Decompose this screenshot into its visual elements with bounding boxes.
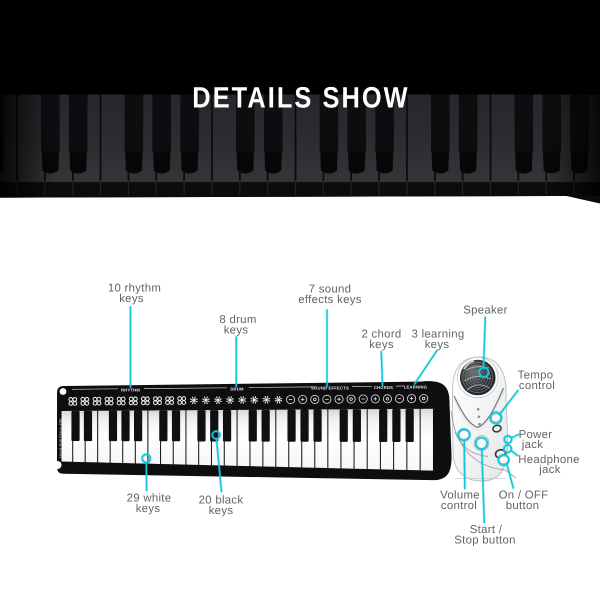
svg-text:DETAILS SHOW: DETAILS SHOW (192, 82, 409, 115)
svg-text:effects keys: effects keys (298, 294, 362, 306)
svg-text:Volume: Volume (440, 490, 480, 502)
svg-text:Power: Power (519, 429, 553, 441)
svg-text:SOUND EFFECTS: SOUND EFFECTS (311, 385, 349, 390)
svg-text:8 drum: 8 drum (219, 314, 256, 326)
svg-text:3 learning: 3 learning (411, 329, 464, 341)
svg-text:keys: keys (425, 339, 450, 351)
svg-text:DRUM: DRUM (230, 386, 244, 391)
svg-text:On / OFF: On / OFF (499, 490, 549, 502)
svg-text:Hand Roll Piano 49K: Hand Roll Piano 49K (58, 418, 63, 458)
svg-text:Stop button: Stop button (454, 535, 516, 547)
svg-text:2 chord: 2 chord (361, 329, 401, 341)
svg-text:keys: keys (224, 325, 249, 337)
svg-text:control: control (519, 380, 555, 392)
svg-text:RHYTHM: RHYTHM (121, 387, 140, 392)
svg-text:control: control (441, 500, 477, 512)
svg-text:10 rhythm: 10 rhythm (108, 283, 161, 295)
svg-text:Tempo: Tempo (518, 370, 554, 382)
svg-text:29 white: 29 white (127, 493, 172, 505)
svg-text:keys: keys (369, 339, 394, 351)
svg-text:keys: keys (119, 293, 144, 305)
svg-text:7 sound: 7 sound (309, 284, 352, 296)
svg-text:CHORDS: CHORDS (374, 385, 393, 390)
svg-text:20 black: 20 black (199, 495, 244, 507)
svg-text:keys: keys (209, 505, 234, 517)
svg-text:button: button (506, 500, 539, 512)
svg-text:Start /: Start / (470, 524, 503, 536)
svg-text:LEARNING: LEARNING (404, 385, 427, 390)
svg-text:jack: jack (521, 439, 543, 451)
svg-text:Headphone: Headphone (518, 454, 580, 466)
svg-text:keys: keys (136, 503, 161, 515)
svg-text:jack: jack (538, 464, 560, 476)
svg-text:Speaker: Speaker (463, 305, 508, 317)
